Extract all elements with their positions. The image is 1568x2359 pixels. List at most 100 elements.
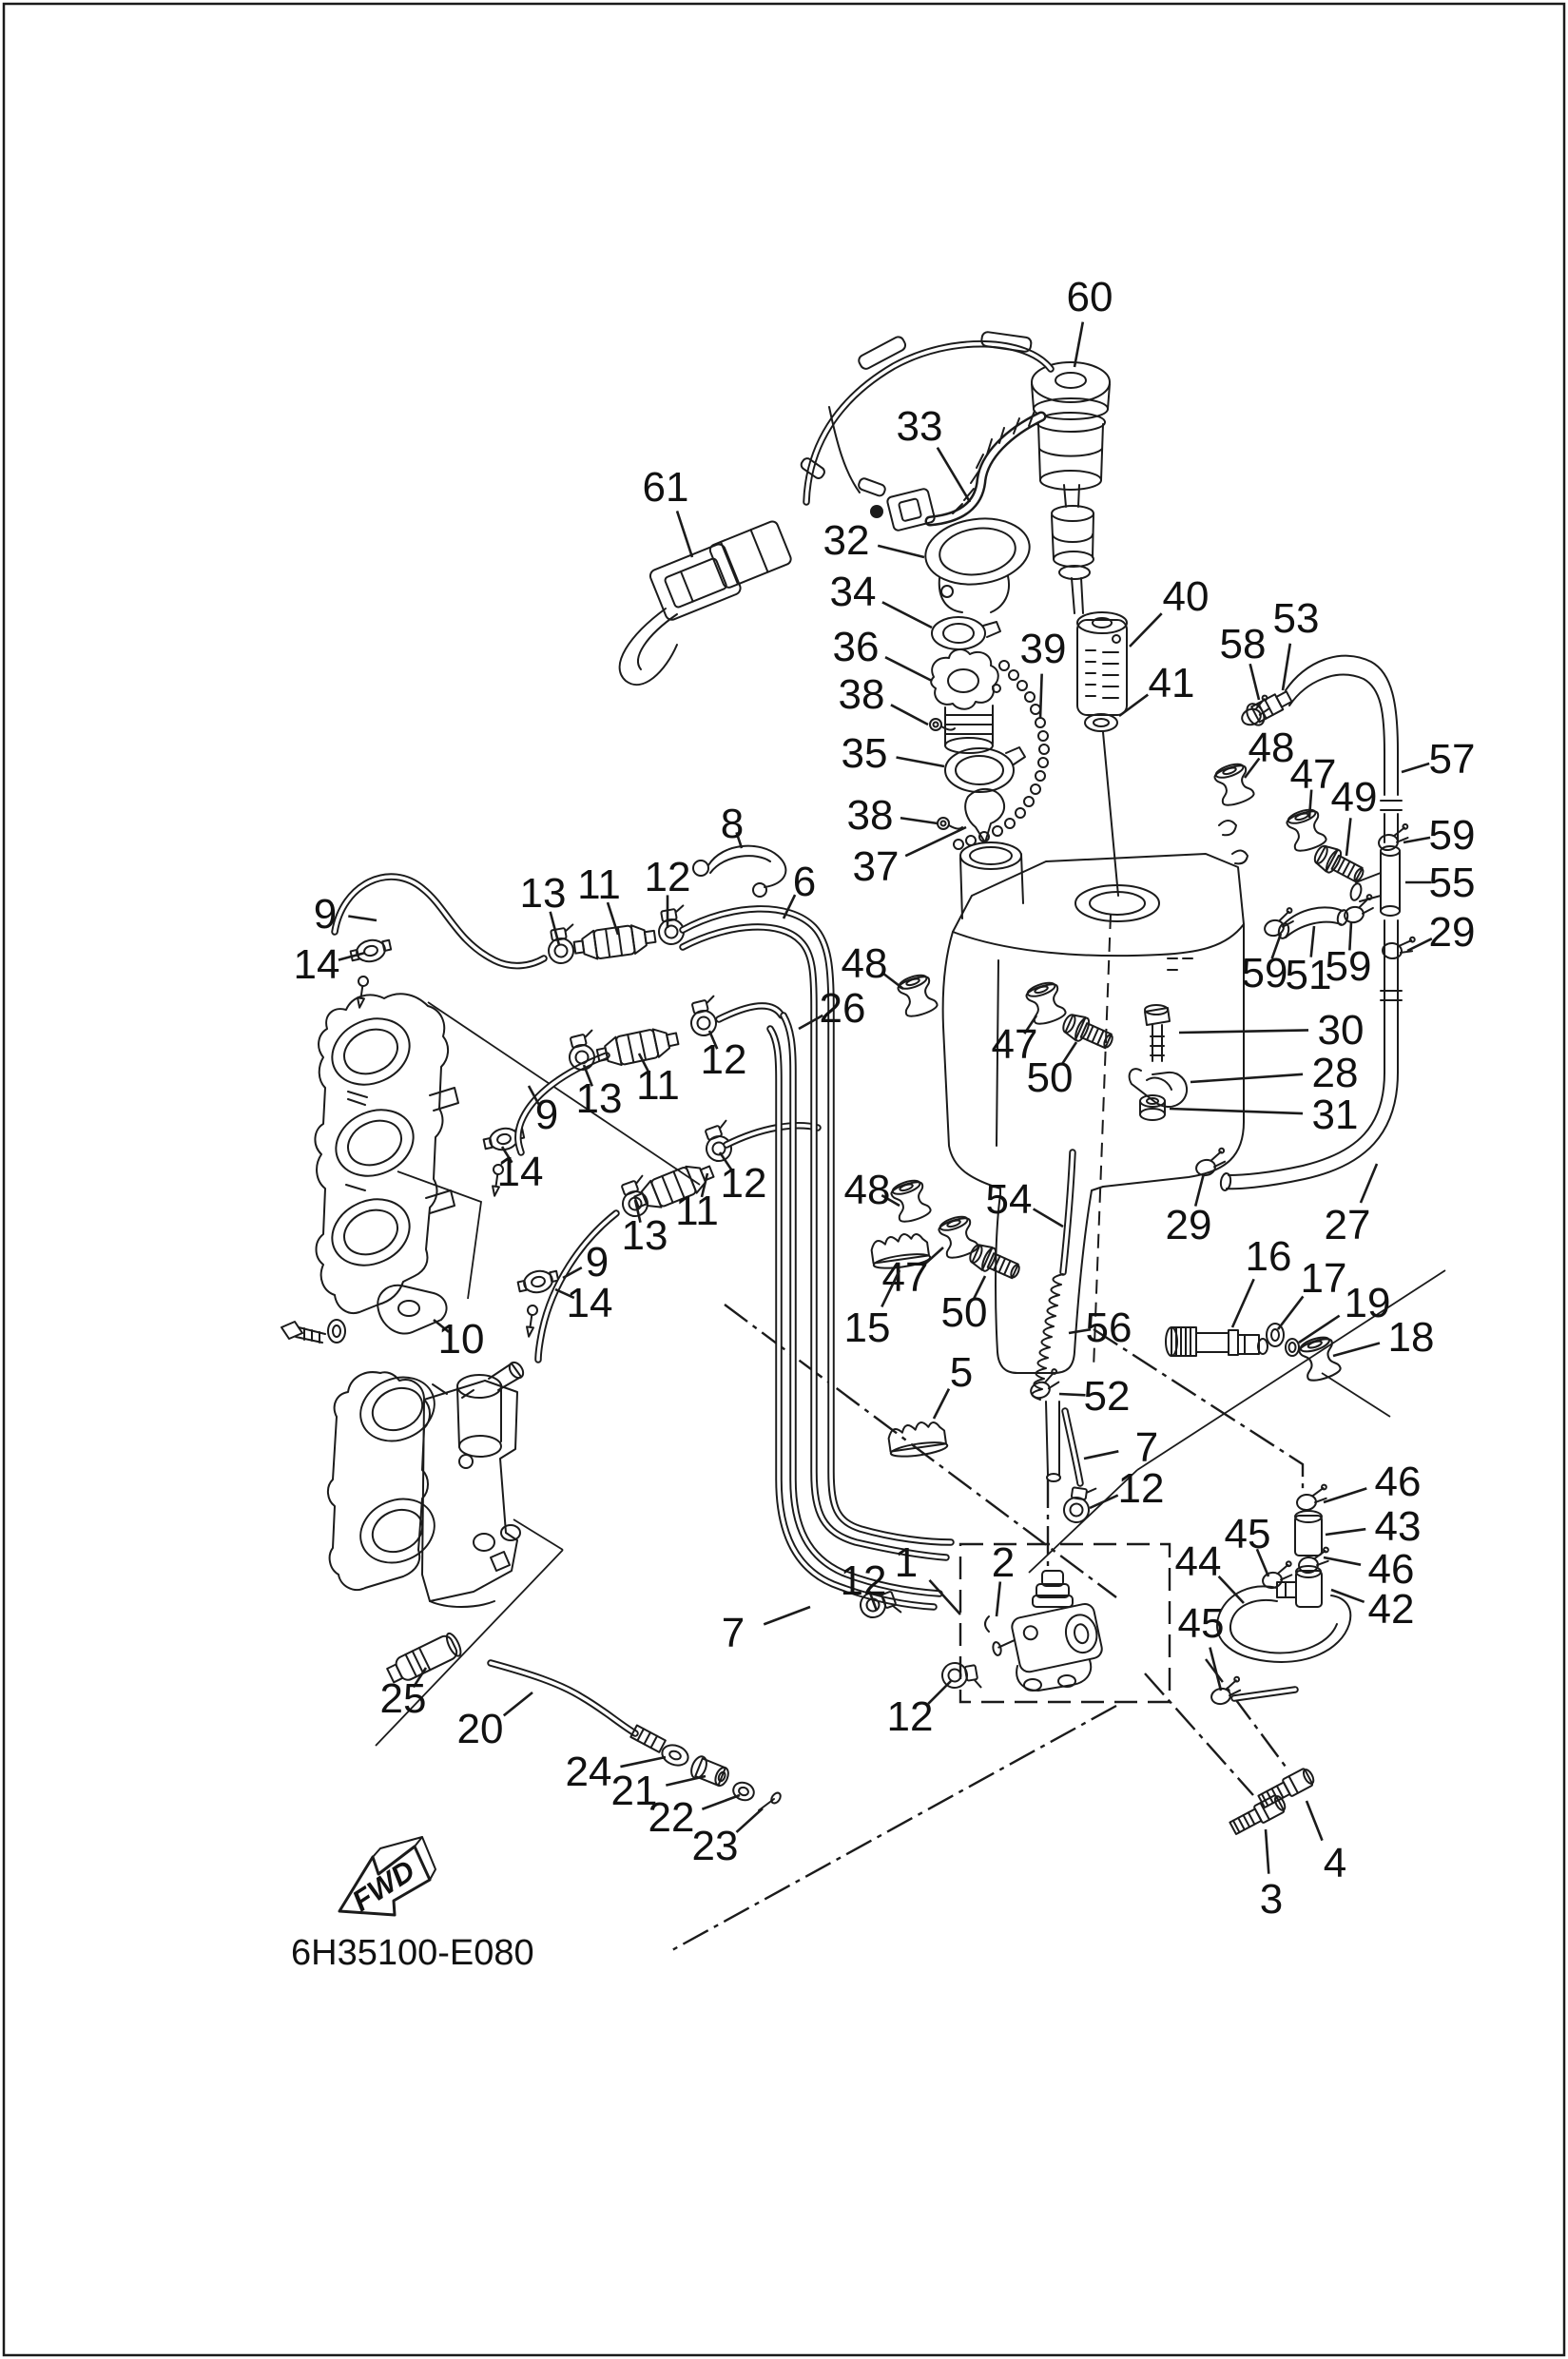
callout-59-33: 59: [1326, 921, 1371, 990]
callout-number: 19: [1345, 1280, 1391, 1326]
leader-line: [900, 816, 939, 825]
leader-line: [1348, 921, 1353, 951]
callout-37-18: 37: [853, 825, 967, 890]
mount-bolt-washer-holder: [281, 1284, 448, 1344]
callout-33-1: 33: [897, 403, 972, 503]
leader-line: [1058, 1392, 1086, 1397]
leader-line: [666, 1774, 707, 1787]
callout-number: 12: [721, 1160, 767, 1207]
callout-number: 22: [648, 1794, 695, 1841]
leader-line: [1129, 612, 1163, 648]
callout-19-54: 19: [1298, 1280, 1391, 1344]
callout-45-74: 45: [1178, 1600, 1225, 1692]
callout-number: 7: [1135, 1424, 1158, 1471]
callout-5-62: 5: [932, 1349, 973, 1420]
callout-number: 45: [1178, 1600, 1225, 1647]
callout-number: 38: [847, 792, 894, 839]
callout-36-5: 36: [833, 624, 933, 683]
callout-41-9: 41: [1118, 660, 1195, 718]
callout-number: 9: [586, 1239, 609, 1286]
callout-49-15: 49: [1331, 774, 1377, 857]
leader-line: [1169, 1107, 1304, 1115]
leader-line: [1309, 925, 1316, 957]
callout-38-7: 38: [839, 671, 929, 726]
callout-number: 5: [950, 1349, 973, 1396]
callout-12-75: 12: [841, 1557, 886, 1612]
leader-line: [782, 894, 797, 919]
leader-line: [1023, 1015, 1038, 1034]
leader-line: [1305, 1800, 1324, 1842]
callout-14-24: 14: [294, 941, 366, 988]
callout-48-48: 48: [844, 1167, 900, 1213]
callout-48-30: 48: [842, 940, 904, 991]
leader-line: [972, 1275, 987, 1300]
oil-tank: [941, 820, 1249, 1374]
washer-17: [1266, 1323, 1285, 1347]
callout-11-43: 11: [675, 1172, 719, 1234]
callout-number: 37: [853, 843, 900, 890]
leader-line: [1325, 1527, 1366, 1537]
callout-number: 38: [839, 671, 885, 718]
callout-number: 48: [842, 940, 888, 987]
callout-47-56: 47: [882, 1247, 944, 1301]
callout-7-76: 7: [722, 1605, 811, 1656]
hose-clamp-28: [1128, 1068, 1189, 1108]
callout-14-41: 14: [497, 1146, 543, 1195]
callout-6-28: 6: [782, 859, 816, 919]
callout-number: 9: [314, 891, 337, 938]
leader-line: [412, 1667, 428, 1689]
callout-13-39: 13: [576, 1064, 622, 1122]
callout-number: 30: [1318, 1007, 1365, 1054]
leader-line: [1323, 1487, 1367, 1504]
leader-line: [675, 511, 694, 558]
leader-line: [718, 1151, 734, 1173]
callout-40-8: 40: [1129, 573, 1209, 648]
callout-31-36: 31: [1169, 1092, 1358, 1138]
callout-number: 14: [294, 941, 340, 988]
leader-line: [881, 1193, 900, 1208]
leader-line: [904, 825, 967, 858]
pump-pin-2: [984, 1615, 990, 1633]
callout-number: 9: [535, 1092, 558, 1138]
leader-line: [884, 656, 933, 683]
leader-line: [562, 1266, 583, 1280]
leader-line: [936, 447, 972, 503]
leader-line: [1217, 1575, 1245, 1604]
callout-number: 23: [692, 1823, 739, 1869]
callout-30-34: 30: [1178, 1007, 1365, 1054]
callout-61-2: 61: [643, 464, 694, 558]
callout-number: 12: [1118, 1465, 1165, 1512]
pump-plumbing: [1025, 1149, 1352, 1838]
callout-number: 3: [1260, 1876, 1283, 1923]
callout-10-47: 10: [433, 1316, 485, 1363]
leader-line: [433, 1318, 450, 1333]
callout-56-61: 56: [1068, 1305, 1132, 1351]
callout-2-73: 2: [992, 1539, 1015, 1617]
harness-connectors: [618, 520, 792, 686]
leader-line: [1060, 1041, 1078, 1066]
callout-1-72: 1: [895, 1539, 961, 1615]
callout-42-71: 42: [1330, 1586, 1414, 1633]
leader-line: [995, 1581, 1002, 1617]
callout-number: 16: [1246, 1233, 1292, 1280]
callout-number: 18: [1388, 1314, 1435, 1361]
callout-number: 10: [438, 1316, 485, 1363]
callout-number: 17: [1301, 1255, 1347, 1302]
leader-line: [1032, 1208, 1064, 1228]
leader-line: [881, 1269, 901, 1307]
leader-line: [1359, 1163, 1379, 1204]
callout-number: 50: [941, 1289, 988, 1336]
elbow-fitting-42: [1276, 1565, 1323, 1608]
callout-number: 13: [520, 870, 567, 917]
hose-row-2: [514, 995, 785, 1156]
callout-number: 41: [1149, 660, 1195, 706]
leader-line: [798, 1014, 823, 1031]
leader-line: [1255, 1548, 1270, 1577]
leader-line: [700, 1172, 709, 1198]
callout-number: 58: [1220, 621, 1267, 667]
callout-12-65: 12: [1089, 1465, 1165, 1512]
callout-number: 1: [895, 1539, 918, 1586]
callout-11-38: 11: [636, 1053, 680, 1109]
callout-59-20: 59: [1403, 812, 1475, 859]
